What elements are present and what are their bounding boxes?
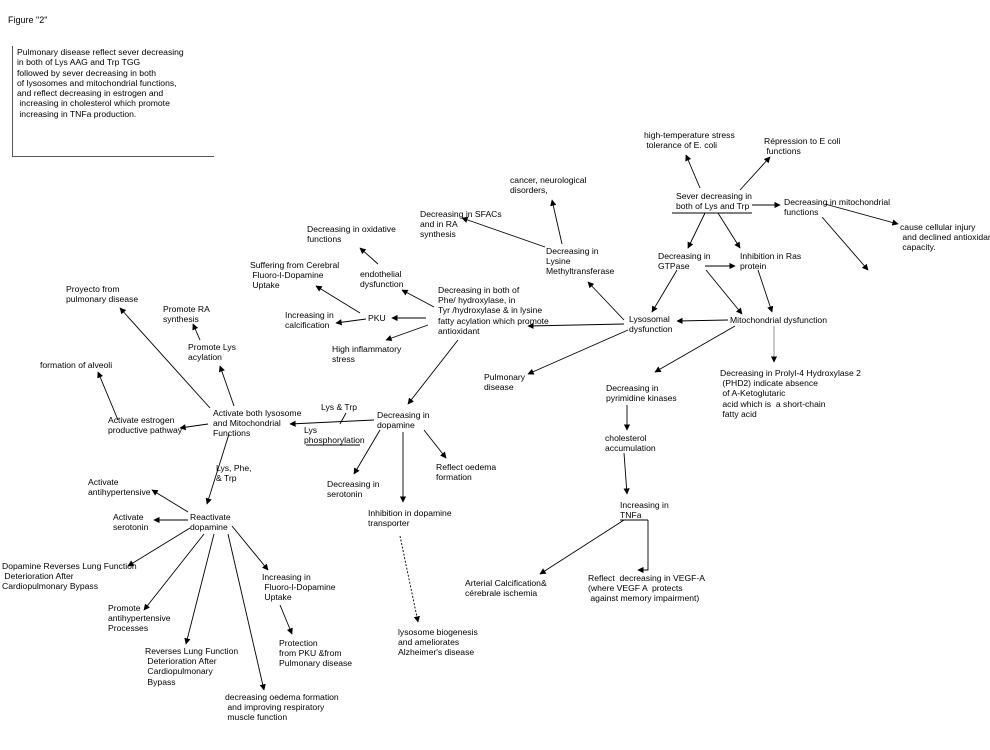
node-proyecto: Proyecto from pulmonary disease [66,284,139,305]
node-activate-serotonin: Activate serotonin [113,512,149,533]
node-arterial: Arterial Calcification& cérebrale ischem… [465,578,547,599]
node-reactivate-dopamine: Reactivate dopamine [190,512,231,533]
edge-cholesterol-tnfa [623,452,630,495]
edge-transporter-biogenesis [399,535,420,623]
node-promote-lys-acyl: Promote Lys acylation [188,342,236,363]
edge-estrogen-alveoli [97,371,119,421]
edge-lystrp-phos [339,412,347,425]
node-cause-injury: cause cellular injury and declined antio… [900,222,990,253]
node-activate-antihyp: Activate antihypertensive [88,477,151,498]
edge-gtpase-lysosomal [651,269,678,313]
caption-box-left [12,46,13,157]
caption-box-bottom [12,156,214,157]
node-pulmonary-disease: Pulmonary disease [484,372,526,393]
node-decreasing-sfacs: Decreasing in SFACs and in RA synthesis [420,209,502,240]
node-protection-pku: Protection from PKU &from Pulmonary dise… [279,638,353,669]
edge-react-reverses [184,533,215,645]
node-high-inflam: High inflammatory stress [332,344,402,365]
node-prolyl: Decreasing in Prolyl-4 Hydroxylase 2 (PH… [720,368,861,419]
edge-react-fluoro [231,525,269,571]
edge-lysine-cancer [550,199,563,245]
edge-react-antihyp [151,489,189,513]
edge-lysosomal-pulmonary [527,329,629,375]
node-dopamine-reverses: Dopamine Reverses Lung Function Deterior… [2,561,137,592]
node-phe-hydroxylase: Decreasing in both of Phe/ hydroxylase, … [438,285,549,336]
node-lys-phos: Lys phosphorylation [304,425,365,446]
node-inhibition-ras: Inhibition in Ras protein [740,251,802,272]
node-pyrimidine: Decreasing in pyrimidine kinases [606,383,677,404]
edge-pku-suffering [315,285,361,314]
edge-activate-estrogen [179,423,209,431]
node-pku: PKU [368,313,386,323]
edge-decmito-injury [824,203,899,226]
edge-react-dopamine-reverses [127,527,191,567]
edge-sever-repression [739,156,771,191]
edge-dopamine-lystrp [289,419,375,427]
node-endothelial: endothelial dysfunction [360,269,404,290]
edge-lysacyl-promotera [192,323,201,341]
node-promote-ra: Promote RA synthesis [163,304,210,325]
edge-lysosomal-phe [527,322,625,330]
node-increasing-calc: Increasing in calcification [285,310,334,331]
node-lys-trp: Lys & Trp [321,402,357,412]
edge-sever-gtpase [687,212,706,249]
edge-fluoro-protection [279,604,293,635]
edge-react-oedema-dec [227,533,266,691]
edge-sever-ras [717,212,741,249]
node-cholesterol: cholesterol accumulation [605,433,656,454]
edge-activate-reactivate [205,433,230,505]
node-reflect-oedema: Reflect oedema formation [436,462,497,483]
node-promote-antihyp: Promote antihypertensive Processes [108,603,171,634]
edge-dopamine-oedema [423,429,447,459]
node-activate-both: Activate both lysosome and Mitochondrial… [213,408,302,439]
node-lysosome-biogenesis: lysosome biogenesis and ameliorates Alzh… [398,627,478,658]
edge-activate-proyecto [119,307,211,409]
edge-ras-mito-dys [757,269,774,313]
node-repression-ecoli: Répression to E coli functions [764,136,841,157]
node-reflect-vegf: Reflect decreasing in VEGF-A (where VEGF… [588,573,706,604]
edge-tnfa-vegf [637,520,649,574]
edge-gtpase-mito-dys [705,269,743,315]
node-sever-decreasing: Sever decreasing in both of Lys and Trp [676,191,752,212]
edge-mito-injury [821,216,869,271]
node-cancer: cancer, neurological disorders, [510,175,587,196]
node-decreasing-dopamine: Decreasing in dopamine [377,410,430,431]
node-decreasing-gtpase: Decreasing in GTPase [658,251,711,272]
edge-phe-endothelial [401,289,435,308]
node-inhibition-transporter: Inhibition in dopamine transporter [368,508,452,529]
node-decreasing-oedema: decreasing oedema formation and improvin… [225,692,339,723]
edge-react-promote-antihyp [143,533,205,611]
node-lysine-methyl: Decreasing in Lysine Methyltransferase [546,246,615,277]
edge-dopamine-serotonin [353,429,381,475]
edge-activate-lysacyl [218,365,235,407]
node-increasing-tnfa: Increasing in TNFa [620,500,669,521]
edge-mitodys-lysosomal [676,317,729,325]
edge-endothelial-oxidative [359,247,379,265]
edge-tnfa-arterial [539,519,625,575]
node-activate-estrogen: Activate estrogen productive pathway [108,415,183,436]
figure-label: Figure "2" [8,15,48,25]
node-decreasing-serotonin: Decreasing in serotonin [327,479,380,500]
edge-lysosomal-lysine [587,281,625,321]
edge-pku-calc [335,318,367,326]
node-decreasing-mito: Decreasing in mitochondrial functions [784,197,891,218]
node-lys-phe-trp: Lys, Phe, & Trp [216,463,252,484]
node-decreasing-oxidative: Decreasing in oxidative functions [307,224,396,245]
caption-text: Pulmonary disease reflect sever decreasi… [17,47,184,119]
node-lysosomal-dys: Lysosomal dysfunction [629,314,673,335]
edge-sever-hightemp [685,154,701,189]
node-formation-alveoli: formation of alveoli [40,360,113,370]
node-suffering: Suffering from Cerebral Fluoro-l-Dopamin… [250,260,340,291]
edge-mitodys-pyrimidine [654,325,736,373]
node-high-temp: high-temperature stress tolerance of E. … [644,130,735,151]
edge-phe-dopamine [407,339,459,405]
node-increasing-fluoro: Increasing in Fluoro-l-Dopamine Uptake [262,572,336,603]
node-reverses-lung: Reverses Lung Function Deterioration Aft… [145,646,239,687]
node-mito-dys: Mitochondrial dysfunction [730,315,827,325]
edge-phe-inflam [385,324,429,342]
edge-lysine-sfacs [461,216,546,248]
